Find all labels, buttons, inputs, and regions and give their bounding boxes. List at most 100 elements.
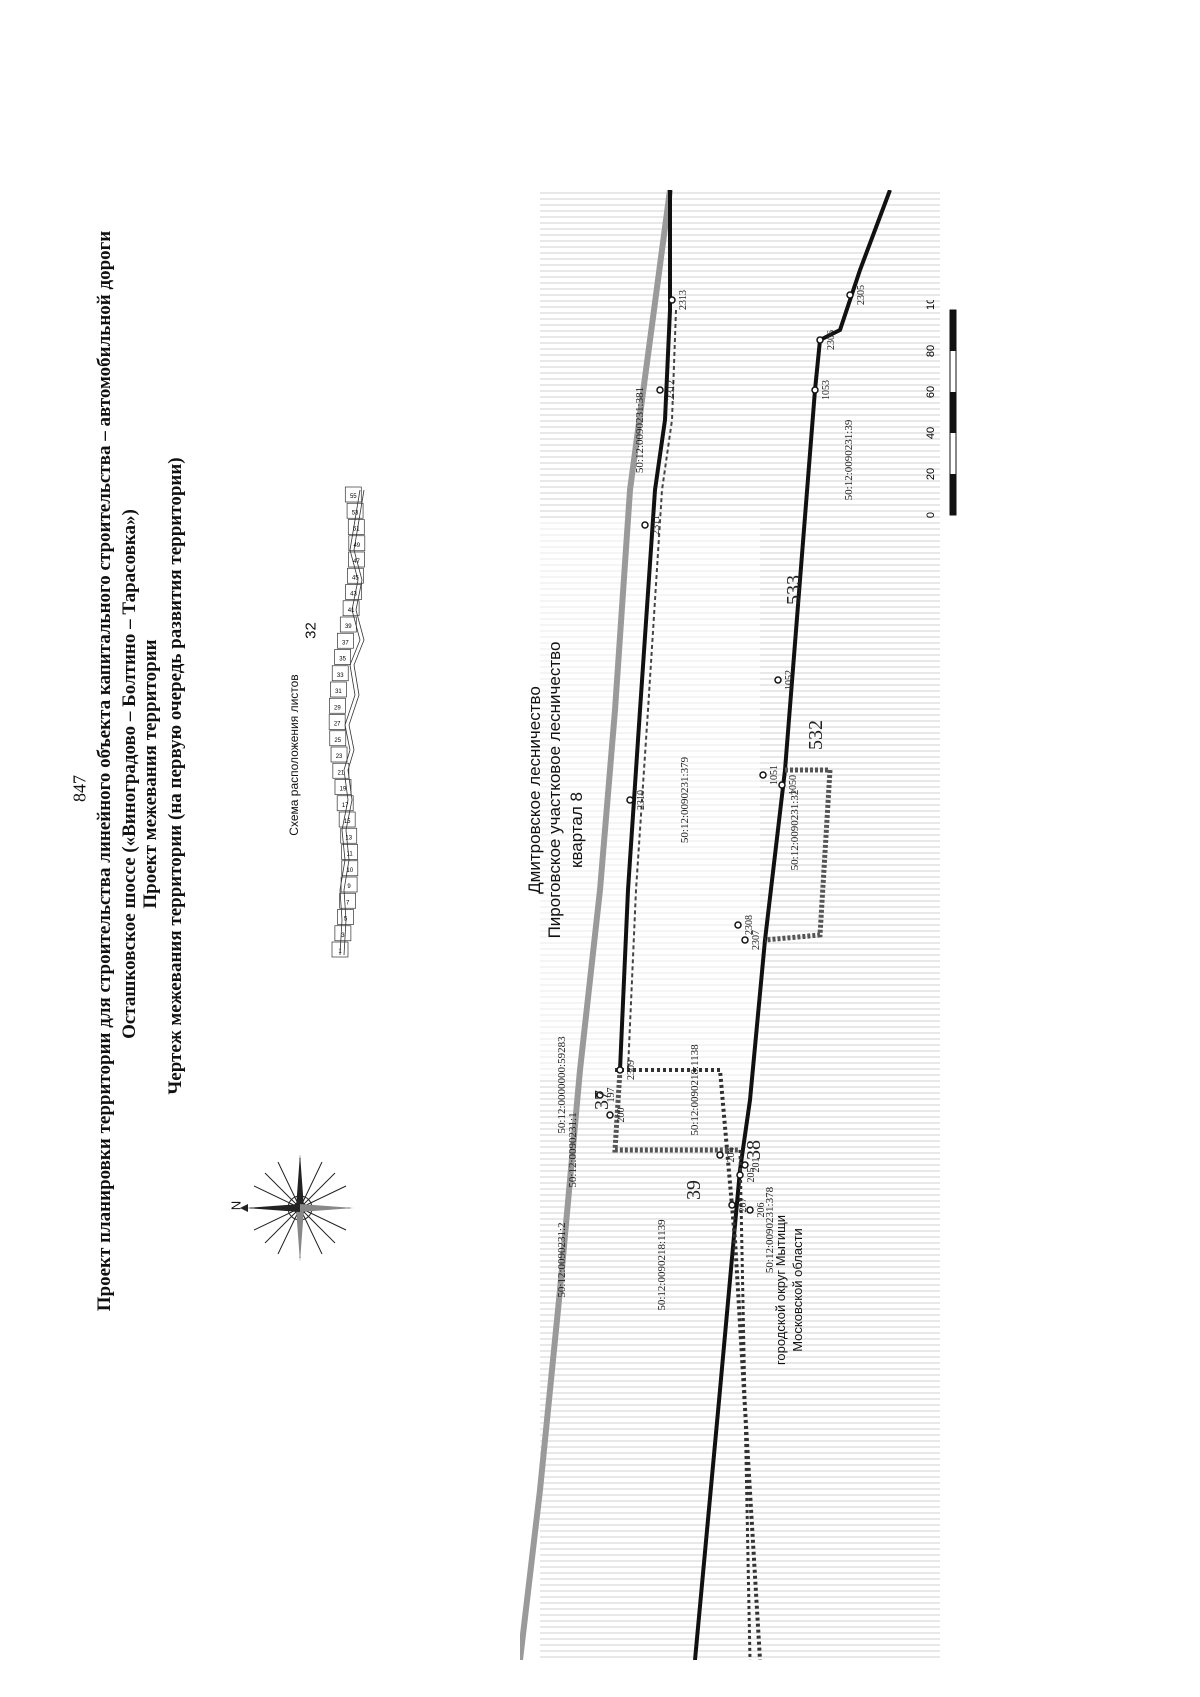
boundary-point-marker (616, 1066, 624, 1074)
key-map-sheet-box (341, 860, 359, 877)
sheet-number-label: 533 (783, 575, 805, 605)
key-map-sheet-box (334, 925, 352, 942)
forest-label-2: Пироговское участковое лесничество (545, 642, 564, 939)
point-number-label: 2308 (744, 915, 755, 935)
point-number-label: 207 (738, 1198, 749, 1213)
compass-rose (240, 1154, 354, 1262)
key-map-sheet-label: 49 (353, 543, 360, 549)
key-map-sheet-box (331, 941, 349, 958)
key-map-sheet-box (344, 486, 362, 503)
point-number-label: 205 (746, 1168, 757, 1183)
point-number-label: 1051 (769, 765, 780, 785)
key-map-sheet-box (328, 714, 346, 730)
key-map-sheet-label: 1 (338, 949, 342, 955)
scale-tick-label: 100 м (925, 300, 937, 310)
key-map-sheet-box (339, 892, 356, 909)
key-map-sheet-box (347, 567, 364, 584)
boundary-point-marker (736, 1171, 744, 1179)
key-map-sheet-label: 10 (346, 868, 353, 874)
key-map-sheet-label: 33 (337, 673, 344, 679)
point-number-label: 2305 (856, 285, 867, 305)
key-map-sheet-label: 53 (352, 510, 359, 516)
key-map-sheet-label: 29 (334, 705, 341, 711)
forest-label-1: Дмитровское лесничество (525, 686, 544, 894)
key-map-sheet-label: 19 (340, 787, 347, 793)
key-map-sheet-label: 39 (345, 624, 352, 630)
boundary-point-marker (811, 386, 819, 394)
key-map-sheet-box (338, 811, 356, 828)
key-map-caption: Схема расположения листов (287, 674, 301, 836)
key-map-sheet-label: 37 (342, 640, 349, 646)
key-map-sheet-box (330, 681, 347, 698)
boundary-point-marker (774, 676, 782, 684)
parcel-label: 50:12:0090231:379 (679, 756, 691, 843)
point-number-label: 201 (751, 1158, 762, 1173)
key-map-sheet-box (346, 502, 364, 519)
key-map-sheet-box (336, 795, 354, 812)
boundary-point-marker (641, 521, 649, 529)
key-map-sheet-box (334, 779, 352, 795)
municipality-label-2: Московской области (790, 1228, 805, 1352)
sheet-number-label: 37 (591, 1090, 613, 1110)
parcel-label: 50:12:0090231:32 (789, 790, 801, 871)
key-map-sheet-label: 45 (352, 575, 359, 581)
key-map-sheet-box (331, 665, 349, 682)
point-number-label: 1052 (784, 670, 795, 690)
point-number-label: 1053 (821, 380, 832, 400)
municipality-label-1: городской округ Мытищи (773, 1215, 788, 1365)
title-line-4: Чертеж межевания территории (на первую о… (165, 457, 186, 1095)
forest-label-3: квартал 8 (567, 792, 586, 868)
title-line-2: Осташковское шоссе («Виноградово – Болти… (119, 509, 140, 1039)
point-number-label: 2309 (626, 1060, 637, 1080)
key-map-sheet-label: 3 (341, 933, 345, 939)
key-map-sheet-box (329, 697, 346, 714)
cadastral-map: Дмитровское лесничество Пироговское учас… (520, 190, 940, 1660)
key-map-sheet-label: 11 (347, 852, 354, 858)
north-label: N (228, 1200, 244, 1211)
key-map-sheet-label: 5 (344, 917, 348, 923)
boundary-point-marker (741, 1161, 749, 1169)
boundary-point-marker (734, 921, 742, 929)
point-number-label: 2312 (666, 380, 677, 400)
key-map-sheet-box (330, 746, 348, 763)
title-line-1: Проект планировки территории для строите… (94, 230, 115, 1312)
parcel-label: 50:12:0090231:2 (556, 1222, 568, 1297)
point-number-label: 206 (756, 1203, 767, 1218)
boundary-point-marker (626, 796, 634, 804)
scale-bar: 020406080100 м (925, 300, 957, 518)
parcel-label: 50:12:0090231:39 (843, 419, 855, 500)
boundary-point-marker (716, 1151, 724, 1159)
point-number-label: 197 (606, 1088, 617, 1103)
key-map-drawing: 1357910111315171921232527293133353739414… (328, 486, 366, 958)
point-number-label: 1050 (788, 775, 799, 795)
key-map-sheet-label: 43 (350, 592, 357, 598)
point-number-label: 2313 (678, 290, 689, 310)
key-map-current-sheet: 32 (302, 622, 320, 639)
key-map-sheet-box (345, 584, 362, 600)
scale-tick-label: 80 (925, 345, 937, 357)
north-arrow-icon (240, 1204, 248, 1212)
boundary-dashed-2 (764, 767, 833, 943)
boundary-point-marker (759, 771, 767, 779)
key-map-sheet-label: 35 (339, 657, 346, 663)
parcel-label: 50:12:0090231:381 (634, 387, 646, 473)
boundary-point-marker (816, 336, 824, 344)
boundary-point-marker (656, 386, 664, 394)
point-number-label: 2307 (751, 930, 762, 950)
key-map-sheet-box (341, 844, 358, 860)
boundary-point-marker (596, 1091, 604, 1099)
key-map-sheet-box (348, 551, 365, 568)
boundary-point-marker (606, 1111, 614, 1119)
boundary-point-marker (741, 936, 749, 944)
point-number-label: 200 (616, 1108, 627, 1123)
key-map-sheet-label: 9 (347, 884, 351, 890)
key-map-sheet-box (340, 827, 358, 844)
key-map-sheet-label: 15 (344, 819, 351, 825)
key-map-sheet-label: 21 (338, 770, 345, 776)
point-number-label: 204 (726, 1148, 737, 1163)
key-map-sheet-label: 47 (353, 559, 360, 565)
parcel-label: 50:12:0090231:1 (567, 1112, 579, 1187)
key-map-sheet-label: 51 (353, 527, 360, 533)
